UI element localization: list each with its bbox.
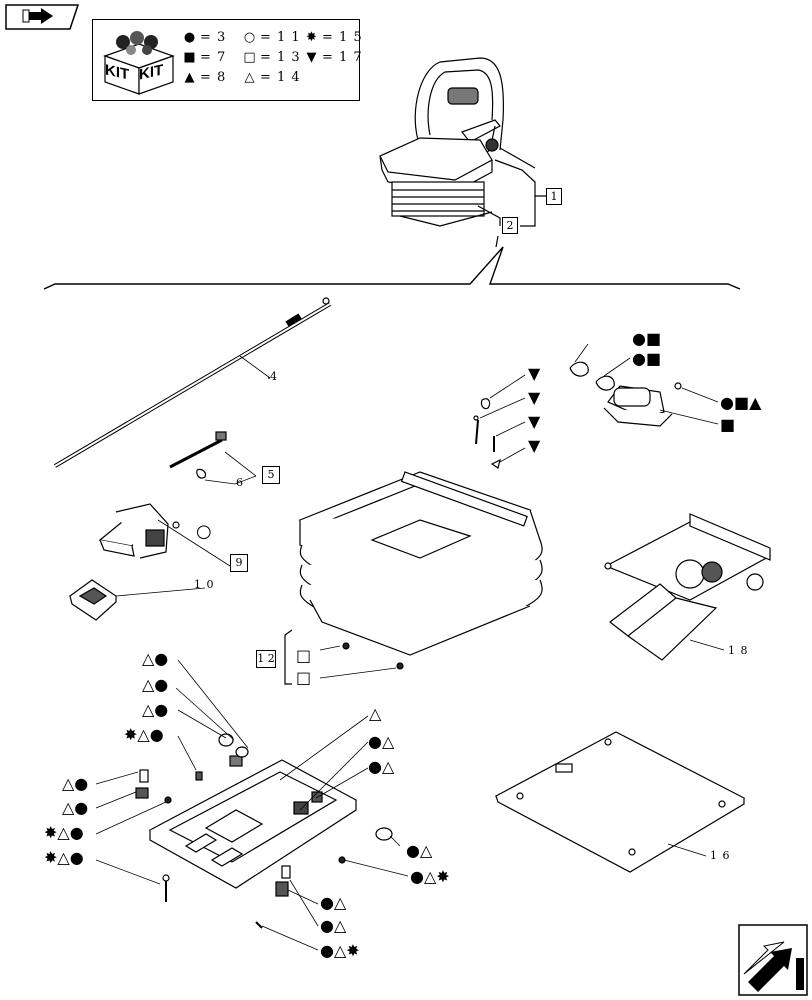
legend-value: = 1 3 bbox=[260, 50, 301, 65]
bellows-gaiter-part bbox=[298, 471, 543, 656]
open-circle-icon: ○ bbox=[243, 30, 257, 45]
legend-value: = 3 bbox=[200, 30, 227, 45]
star-icon: ✸ bbox=[306, 30, 318, 45]
callout-motor: ■ bbox=[720, 415, 736, 434]
callout-right-b: ●△✸ bbox=[410, 867, 450, 886]
leader-lines-bottom bbox=[95, 659, 409, 951]
callout-pin-1: ▼ bbox=[528, 364, 541, 383]
ref-box-5[interactable]: 5 bbox=[262, 466, 280, 484]
callout-left-4: ✸△● bbox=[124, 725, 164, 744]
legend-value: = 1 1 bbox=[260, 30, 301, 45]
legend-value: = 8 bbox=[200, 70, 227, 85]
ref-number-6[interactable]: 6 bbox=[236, 476, 244, 489]
ref-number-4[interactable]: 4 bbox=[270, 370, 278, 383]
pins-part bbox=[473, 374, 526, 469]
legend-item-filled-square: ■= 7 bbox=[183, 50, 226, 65]
legend-item-star: ✸ = 1 5 bbox=[305, 30, 363, 45]
next-button[interactable] bbox=[738, 924, 808, 996]
callout-left-1: △● bbox=[142, 649, 169, 668]
ref-number-16[interactable]: 1 6 bbox=[710, 849, 731, 862]
legend-item-filled-triangle: ▲ = 8 bbox=[183, 70, 226, 85]
callout-left-3: △● bbox=[142, 700, 169, 719]
filled-circle-icon: ● bbox=[183, 30, 197, 45]
callout-pin-4: ▼ bbox=[528, 436, 541, 455]
callout-left-7: ✸△● bbox=[44, 823, 84, 842]
filled-triangle-icon: ▲ bbox=[184, 70, 196, 85]
back-arrow-icon bbox=[5, 4, 80, 30]
ref-box-12[interactable]: 1 2 bbox=[256, 650, 276, 668]
callout-left-5: △● bbox=[62, 774, 89, 793]
callout-left-6: △● bbox=[62, 798, 89, 817]
legend-value: = 1 7 bbox=[322, 50, 363, 65]
callout-bottom-1: ●△ bbox=[320, 893, 347, 912]
legend-item-open-triangle: △ = 1 4 bbox=[243, 70, 301, 85]
callout-mid-1: ●△ bbox=[368, 732, 395, 751]
ref-box-1[interactable]: 1 bbox=[546, 188, 562, 205]
seat-assembly-illustration bbox=[379, 57, 504, 227]
ref-number-10[interactable]: 1 0 bbox=[194, 578, 215, 591]
rod-part bbox=[53, 297, 332, 468]
callout-left-8: ✸△● bbox=[44, 848, 84, 867]
lever-assembly-part bbox=[98, 503, 231, 567]
open-triangle-icon: △ bbox=[244, 70, 256, 85]
callout-mid-triangle: △ bbox=[369, 704, 382, 723]
legend-item-filled-circle: ●= 3 bbox=[183, 30, 226, 45]
callout-mid-2: ●△ bbox=[368, 757, 395, 776]
filled-square-icon: ■ bbox=[183, 50, 197, 65]
motor-pump-part bbox=[569, 343, 719, 427]
callout-left-2: △● bbox=[142, 675, 169, 694]
down-triangle-icon: ▼ bbox=[306, 50, 318, 65]
legend-item-down-triangle: ▼ = 1 7 bbox=[305, 50, 363, 65]
back-button[interactable] bbox=[5, 4, 80, 30]
ref-box-2[interactable]: 2 bbox=[502, 217, 518, 234]
ref-number-18[interactable]: 1 8 bbox=[728, 644, 749, 657]
callout-pin-3: ▼ bbox=[528, 412, 541, 431]
kit-legend: KIT KIT ●= 3 ○= 1 1 ✸= 1 5 ■= 7 □= 1 3 ▼… bbox=[92, 19, 363, 101]
slide-rail-frame-part bbox=[135, 733, 393, 929]
scissor-mechanism-part bbox=[604, 513, 772, 661]
next-arrow-icon bbox=[738, 924, 808, 996]
callout-square-1: □ bbox=[296, 646, 312, 665]
legend-value: = 7 bbox=[200, 50, 227, 65]
legend-item-open-square: □= 1 3 bbox=[243, 50, 301, 65]
ref-box-9[interactable]: 9 bbox=[230, 554, 248, 572]
pad-part bbox=[68, 579, 206, 621]
legend-value: = 1 5 bbox=[322, 30, 363, 45]
callout-ring-2: ●■ bbox=[632, 349, 662, 368]
open-square-icon: □ bbox=[243, 50, 257, 65]
callout-open-circle: ○ bbox=[196, 521, 212, 542]
callout-square-2: □ bbox=[296, 668, 312, 687]
legend-item-open-circle: ○= 1 1 bbox=[243, 30, 301, 45]
callout-right-a: ●△ bbox=[406, 841, 433, 860]
callout-bolt: ●■▲ bbox=[720, 393, 762, 412]
kit-box-icon bbox=[103, 31, 175, 95]
callout-pin-2: ▼ bbox=[528, 388, 541, 407]
callout-ring-1: ●■ bbox=[632, 329, 662, 348]
callout-bottom-2: ●△ bbox=[320, 916, 347, 935]
bolt-part bbox=[169, 431, 257, 485]
callout-bottom-3: ●△✸ bbox=[320, 941, 360, 960]
legend-value: = 1 4 bbox=[260, 70, 301, 85]
base-plate-part bbox=[494, 731, 746, 873]
